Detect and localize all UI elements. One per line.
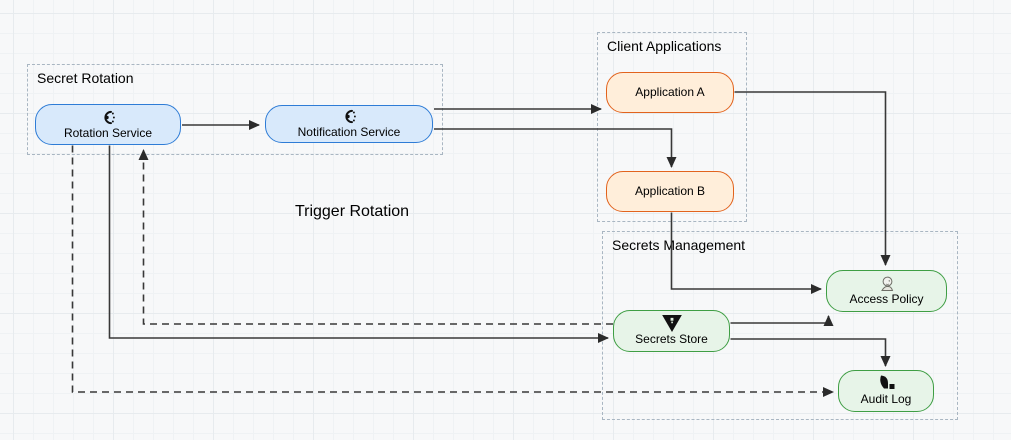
group-secret-rotation-label: Secret Rotation — [37, 70, 134, 86]
audit-log-label: Audit Log — [860, 392, 912, 407]
group-secrets-management[interactable]: Secrets Management — [602, 231, 958, 420]
vault-icon — [661, 315, 682, 333]
trigger-rotation-label[interactable]: Trigger Rotation — [294, 203, 410, 220]
rotate-icon — [345, 109, 356, 124]
edge-secrets-store-to-audit-log[interactable] — [730, 338, 891, 367]
rotate-icon — [104, 110, 115, 124]
edge-rotation-to-secrets-store[interactable] — [108, 145, 609, 343]
edge-notification-to-application-b[interactable] — [434, 128, 677, 168]
notification-service-label: Notification Service — [297, 125, 401, 140]
edge-application-a-to-access-policy[interactable] — [734, 91, 891, 266]
node-application-a[interactable]: Application A — [606, 72, 734, 113]
node-rotation-service[interactable]: Rotation Service — [35, 104, 181, 145]
node-application-b[interactable]: Application B — [606, 171, 734, 212]
node-notification-service[interactable]: Notification Service — [265, 105, 433, 143]
node-secrets-store[interactable]: Secrets Store — [613, 310, 730, 352]
node-access-policy[interactable]: Access Policy — [826, 270, 947, 312]
edge-secrets-store-to-rotation-dashed[interactable] — [138, 149, 614, 325]
edge-application-b-to-access-policy[interactable] — [670, 212, 822, 294]
access-policy-label: Access Policy — [849, 292, 924, 307]
application-b-label: Application B — [634, 183, 706, 198]
rotation-service-label: Rotation Service — [63, 125, 153, 140]
person-icon — [880, 276, 893, 292]
edge-secrets-store-to-access-policy[interactable] — [730, 315, 834, 326]
group-secrets-management-label: Secrets Management — [612, 237, 746, 253]
node-audit-log[interactable]: Audit Log — [838, 370, 934, 412]
secrets-store-label: Secrets Store — [635, 332, 708, 347]
edge-rotation-to-audit-log-dashed[interactable] — [71, 145, 834, 397]
group-client-applications-label: Client Applications — [607, 38, 722, 54]
audit-chart-icon — [880, 375, 895, 390]
application-a-label: Application A — [635, 84, 705, 99]
